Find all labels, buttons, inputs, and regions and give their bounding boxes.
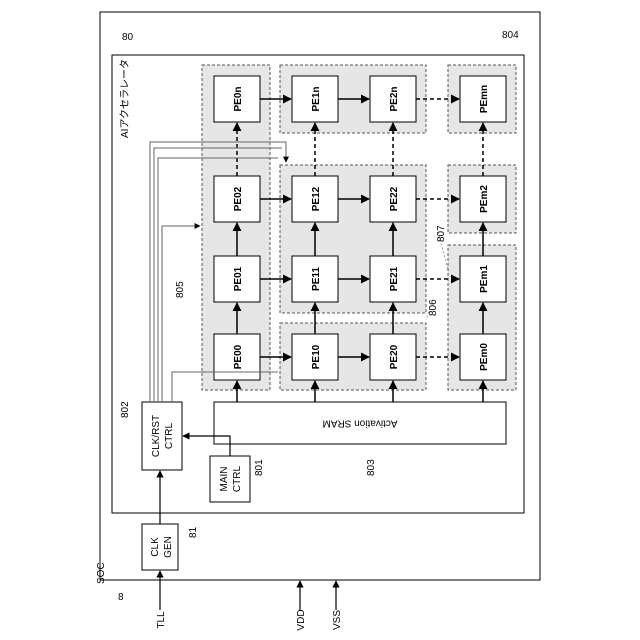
ai-accelerator-label: AIアクセラレータ <box>119 59 131 138</box>
pe-label: PE11 <box>311 267 322 291</box>
pe-label: PE02 <box>233 186 244 211</box>
pe-label: PE10 <box>311 344 322 369</box>
pe-label: PE00 <box>233 344 244 369</box>
pe-label: PE22 <box>389 186 400 211</box>
pe-label: PEm1 <box>479 265 490 293</box>
group-804-ref: 804 <box>502 30 519 41</box>
pe-label: PE1n <box>311 86 322 111</box>
group-806-ref: 806 <box>428 299 439 316</box>
vdd-label: VDD <box>296 609 307 630</box>
pe-label: PE20 <box>389 344 400 369</box>
clk-gen-label-2: GEN <box>163 536 174 558</box>
vss-label: VSS <box>332 610 343 630</box>
soc-ref: 8 <box>118 592 124 603</box>
clk-rst-ctrl-ref: 802 <box>120 401 131 418</box>
soc-label: SOC <box>96 562 107 584</box>
pe-label: PEm2 <box>479 185 490 213</box>
tll-label: TLL <box>156 611 167 629</box>
main-ctrl-label-2: CTRL <box>232 466 243 493</box>
group-807-ref: 807 <box>436 225 447 242</box>
main-ctrl-box <box>210 456 250 502</box>
main-ctrl-label-1: MAIN <box>219 467 230 492</box>
clk-gen-label-1: CLK <box>150 537 161 557</box>
clk-rst-ctrl-box <box>142 402 182 470</box>
pe-label: PEm0 <box>479 343 490 371</box>
main-ctrl-ref: 801 <box>254 459 265 476</box>
pe-label: PEmn <box>479 85 490 113</box>
sram-ref: 803 <box>366 459 377 476</box>
clk-rst-ctrl-label-1: CLK/RST <box>151 415 162 457</box>
pe-label: PE12 <box>311 186 322 211</box>
ai-accelerator-ref: 80 <box>122 32 134 43</box>
pe-label: PE01 <box>233 266 244 291</box>
clk-gen-ref: 81 <box>188 526 199 538</box>
pe-label: PE0n <box>233 86 244 111</box>
activation-sram-label: Activation SRAM <box>322 417 397 428</box>
clk-rst-ctrl-label-2: CTRL <box>164 423 175 450</box>
pe-label: PE2n <box>389 86 400 111</box>
pe-label: PE21 <box>389 266 400 291</box>
group-805-ref: 805 <box>175 281 186 298</box>
